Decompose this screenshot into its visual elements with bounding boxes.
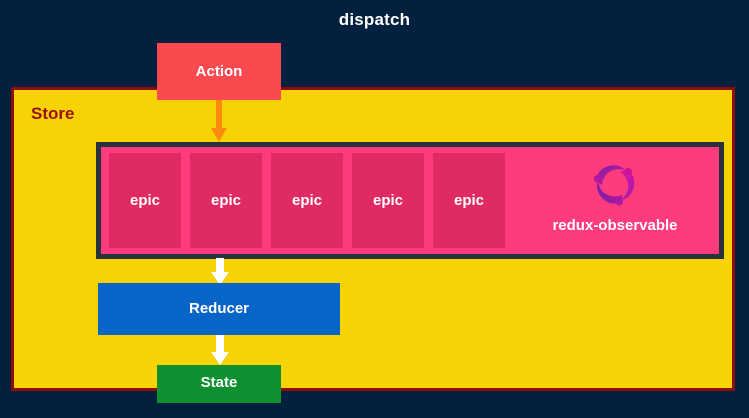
arrow-down-dispatch-icon [211, 100, 227, 142]
epic-label: epic [453, 192, 484, 209]
action-label: Action [195, 63, 243, 80]
epic-box: epic [109, 153, 181, 248]
arrow-head [211, 352, 229, 365]
epic-box: epic [433, 153, 505, 248]
epic-label: epic [210, 192, 241, 209]
state-box [157, 365, 281, 403]
dispatch-title: dispatch [338, 10, 411, 29]
arrow-shaft [216, 335, 224, 352]
epic-label: epic [129, 192, 160, 209]
epic-label: epic [372, 192, 403, 209]
epic-box: epic [271, 153, 343, 248]
redux-observable-logo-icon [593, 165, 635, 206]
arrow-head [211, 128, 227, 142]
epic-label: epic [291, 192, 322, 209]
redux-observable-brand: redux-observable [515, 151, 715, 250]
epic-box: epic [190, 153, 262, 248]
epics-row: epic epic epic epic epic [101, 147, 719, 254]
action-box [157, 43, 281, 100]
epic-box: epic [352, 153, 424, 248]
arrow-head [211, 272, 229, 285]
arrow-down-to-state-icon [211, 335, 229, 365]
arrow-down-to-reducer-icon [211, 258, 229, 285]
reducer-label: Reducer [188, 300, 250, 317]
arrow-shaft [216, 100, 222, 129]
epics-middleware-container: epic epic epic epic epic [96, 142, 724, 259]
redux-observable-label: redux-observable [552, 217, 678, 234]
arrow-shaft [216, 258, 224, 273]
store-label: Store [31, 104, 75, 123]
reducer-box [98, 283, 340, 335]
state-label: State [200, 374, 238, 391]
